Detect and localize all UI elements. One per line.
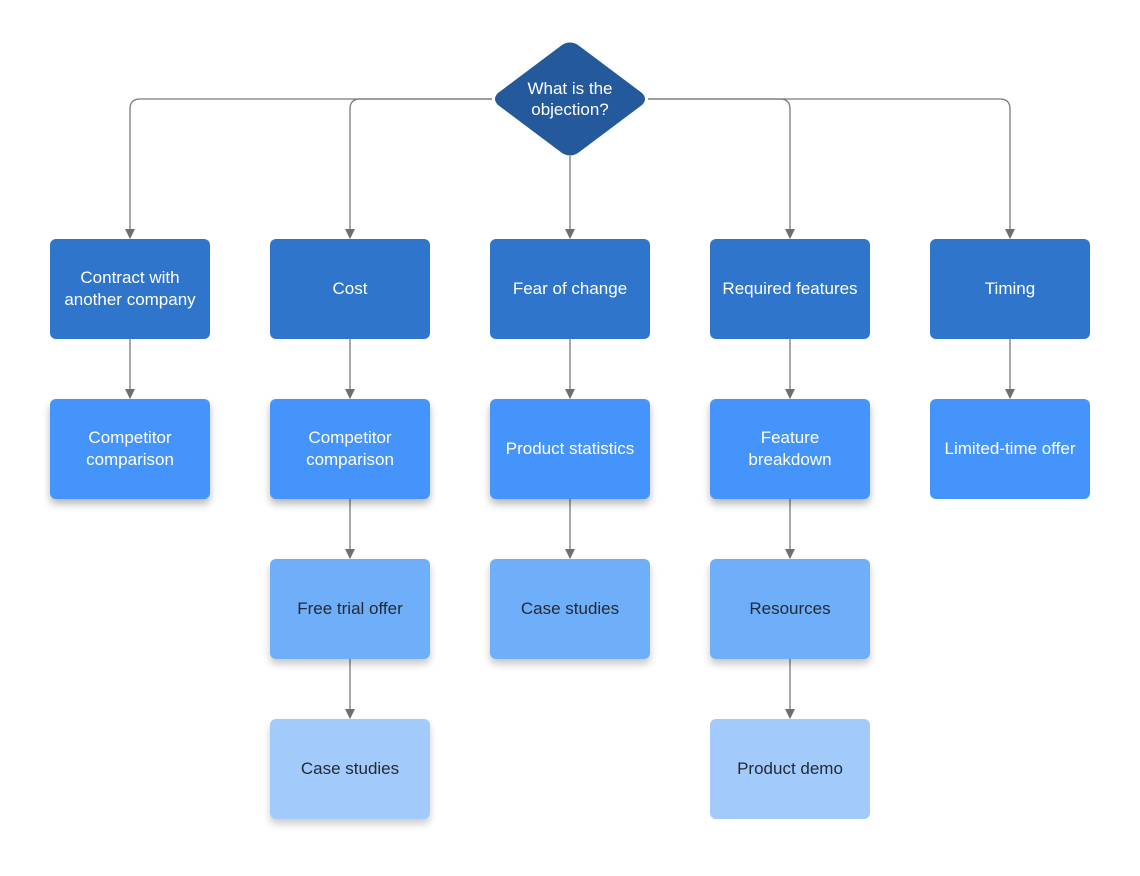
cost-step-case-studies[interactable]: Case studies [270,719,430,819]
connector-to-timing [648,98,1015,239]
decision-diamond-shape [495,42,645,156]
category-required-features-node[interactable]: Required features [710,239,870,339]
fear-step-case-studies[interactable]: Case studies [490,559,650,659]
step-label: Limited-time offer [944,439,1076,458]
decision-node[interactable]: What is the objection? [492,42,648,156]
category-required-features-label: Required features [722,279,858,298]
category-timing-node[interactable]: Timing [930,239,1090,339]
connector-to-cost [345,98,492,239]
features-step-product-demo[interactable]: Product demo [710,719,870,819]
contract-step-competitor-comparison[interactable]: Competitor comparison [50,399,210,499]
step-label: Feature breakdown [748,428,832,469]
cost-step-free-trial-offer[interactable]: Free trial offer [270,559,430,659]
step-label: Resources [749,599,831,618]
category-fear-of-change-label: Fear of change [512,279,628,298]
step-label: Free trial offer [297,599,403,618]
category-cost-node[interactable]: Cost [270,239,430,339]
step-label: Competitor comparison [306,428,394,469]
step-label: Case studies [520,599,620,618]
features-step-resources[interactable]: Resources [710,559,870,659]
connector-to-contract [125,98,492,239]
category-contract-node[interactable]: Contract with another company [50,239,210,339]
step-label: Competitor comparison [86,428,174,469]
decision-label: What is the objection? [527,79,613,119]
timing-step-limited-time-offer[interactable]: Limited-time offer [930,399,1090,499]
features-step-feature-breakdown[interactable]: Feature breakdown [710,399,870,499]
step-label: Product statistics [505,439,635,458]
category-cost-label: Cost [332,279,368,298]
fear-step-product-statistics[interactable]: Product statistics [490,399,650,499]
category-fear-of-change-node[interactable]: Fear of change [490,239,650,339]
step-label: Case studies [300,759,400,778]
connector-to-required-features [648,98,795,239]
category-timing-label: Timing [984,279,1036,298]
step-label: Product demo [737,759,843,778]
category-contract-label: Contract with another company [64,268,196,309]
cost-step-competitor-comparison[interactable]: Competitor comparison [270,399,430,499]
